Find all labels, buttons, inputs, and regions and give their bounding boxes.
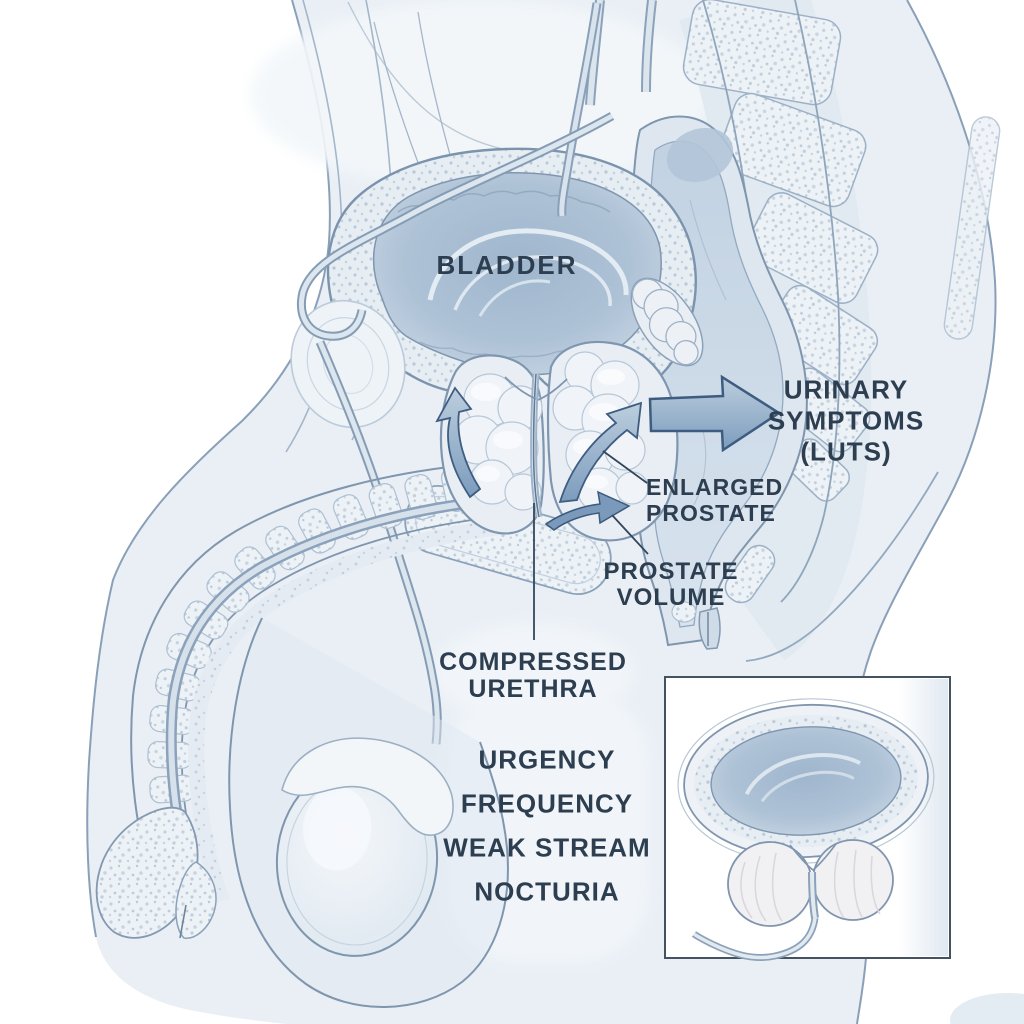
inset-panel xyxy=(664,676,951,962)
enlarged-prostate-label: ENLARGED PROSTATE xyxy=(646,474,783,526)
ureter-tube xyxy=(557,2,602,217)
flow-arrow-small xyxy=(544,490,631,531)
urinary-symptoms-line1: URINARY xyxy=(783,374,909,405)
urinary-symptoms-line3: (LUTS) xyxy=(800,436,892,467)
prostate-volume-line2: VOLUME xyxy=(616,584,726,611)
inset-prostate xyxy=(727,839,894,927)
urinary-symptoms-line2: SYMPTOMS xyxy=(767,405,925,436)
enlarged-prostate-line1: ENLARGED xyxy=(646,474,784,500)
anus xyxy=(671,601,721,650)
compressed-urethra-line1: COMPRESSED xyxy=(439,648,627,676)
vas-deferens-tube xyxy=(297,112,615,745)
urinary-symptoms-label: URINARY SYMPTOMS (LUTS) xyxy=(768,375,924,468)
symptoms-list: URGENCY FREQUENCY WEAK STREAM NOCTURIA xyxy=(443,745,650,908)
symptom-item-frequency: FREQUENCY xyxy=(460,788,634,819)
prostate-volume-line1: PROSTATE xyxy=(603,558,739,585)
inset-urethra xyxy=(691,843,837,962)
compressed-urethra-channel xyxy=(504,373,568,518)
prostate-volume-label: PROSTATE VOLUME xyxy=(603,559,738,611)
enlarged-prostate-leader xyxy=(602,450,648,484)
iliac-bone xyxy=(943,116,1001,340)
gluteal-fold-line xyxy=(745,471,939,662)
testicle xyxy=(275,763,439,957)
seminal-vesicle xyxy=(630,277,704,367)
pressure-arrow-right xyxy=(558,401,643,504)
prostate xyxy=(439,341,679,542)
inset-bladder xyxy=(677,698,935,864)
enlarged-prostate-line2: PROSTATE xyxy=(646,500,776,526)
symptom-item-weak-stream: WEAK STREAM xyxy=(443,832,651,863)
pressure-arrow-left xyxy=(435,386,482,499)
glans xyxy=(95,806,217,939)
symptom-item-urgency: URGENCY xyxy=(478,744,616,775)
urinary-symptoms-arrow xyxy=(648,374,782,453)
prostate-volume-leader xyxy=(611,514,649,555)
epididymis xyxy=(281,737,454,836)
compressed-urethra-line2: URETHRA xyxy=(468,675,598,703)
symptom-item-nocturia: NOCTURIA xyxy=(474,876,620,907)
compressed-urethra-label: COMPRESSED URETHRA xyxy=(439,649,627,703)
bladder-label: BLADDER xyxy=(436,250,578,281)
